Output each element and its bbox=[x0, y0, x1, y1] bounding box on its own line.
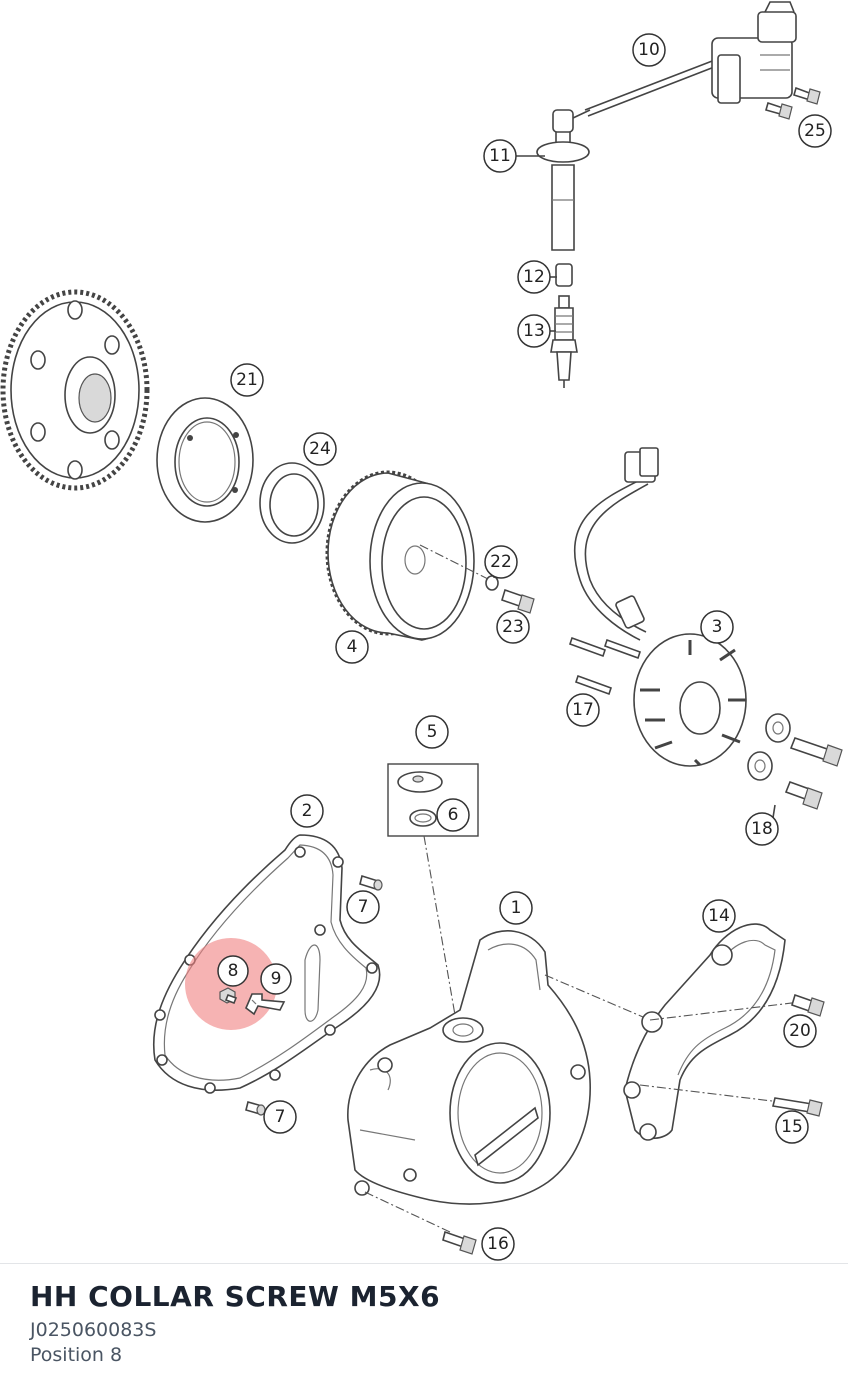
callout-20[interactable]: 20 bbox=[783, 1014, 817, 1048]
bearing-ring-part[interactable] bbox=[259, 462, 325, 544]
callout-14[interactable]: 14 bbox=[702, 899, 736, 933]
spark-plug-connector-part[interactable] bbox=[536, 109, 591, 251]
cable-clamp-part[interactable] bbox=[245, 993, 286, 1016]
info-divider bbox=[0, 1263, 848, 1264]
gasket-part[interactable] bbox=[152, 834, 381, 1094]
freewheel-part[interactable] bbox=[156, 397, 254, 523]
spark-plug-part[interactable] bbox=[550, 295, 578, 388]
svg-text:9: 9 bbox=[271, 969, 282, 989]
part-position: Position 8 bbox=[30, 1344, 123, 1366]
callout-8[interactable]: 8 bbox=[217, 955, 249, 987]
svg-text:22: 22 bbox=[490, 552, 512, 572]
svg-text:20: 20 bbox=[789, 1021, 811, 1041]
callout-7-lower[interactable]: 7 bbox=[263, 1100, 297, 1134]
callout-3[interactable]: 3 bbox=[700, 610, 734, 644]
exploded-parts-diagram: 10 25 11 12 13 21 24 22 23 4 3 17 5 6 18… bbox=[0, 1, 843, 1261]
o-ring-part[interactable] bbox=[409, 809, 437, 827]
stator-mount-bolts-part[interactable] bbox=[747, 713, 843, 810]
dowel-pin-lower-part[interactable] bbox=[245, 1101, 266, 1116]
rotor-washer-part[interactable] bbox=[485, 575, 499, 591]
spark-plug-seal-part[interactable] bbox=[555, 263, 573, 287]
callout-23[interactable]: 23 bbox=[496, 610, 530, 644]
callout-12[interactable]: 12 bbox=[517, 260, 551, 294]
svg-text:15: 15 bbox=[781, 1117, 803, 1137]
svg-text:2: 2 bbox=[302, 801, 313, 821]
svg-text:11: 11 bbox=[489, 146, 511, 166]
part-number: J025060083S bbox=[30, 1319, 157, 1341]
part-info-panel: HH COLLAR SCREW M5X6 J025060083S Positio… bbox=[30, 1278, 818, 1368]
svg-text:10: 10 bbox=[638, 40, 660, 60]
svg-text:8: 8 bbox=[228, 961, 239, 981]
callout-11[interactable]: 11 bbox=[483, 139, 517, 173]
ignition-cover-part[interactable] bbox=[347, 930, 591, 1205]
callout-22[interactable]: 22 bbox=[484, 545, 518, 579]
svg-text:4: 4 bbox=[347, 637, 358, 657]
svg-text:6: 6 bbox=[448, 805, 459, 825]
svg-text:7: 7 bbox=[358, 897, 369, 917]
svg-text:24: 24 bbox=[309, 439, 331, 459]
rotor-part[interactable] bbox=[325, 470, 491, 641]
callout-24[interactable]: 24 bbox=[303, 432, 337, 466]
long-screw-part[interactable] bbox=[772, 1097, 823, 1117]
callout-7-upper[interactable]: 7 bbox=[346, 890, 380, 924]
svg-text:5: 5 bbox=[427, 722, 438, 742]
svg-text:13: 13 bbox=[523, 321, 545, 341]
svg-text:12: 12 bbox=[523, 267, 545, 287]
callout-15[interactable]: 15 bbox=[775, 1110, 809, 1144]
callout-21[interactable]: 21 bbox=[230, 363, 264, 397]
svg-text:16: 16 bbox=[487, 1234, 509, 1254]
callout-18[interactable]: 18 bbox=[745, 812, 779, 846]
svg-text:1: 1 bbox=[511, 898, 522, 918]
rotor-nut-part[interactable] bbox=[501, 588, 535, 614]
collar-screw-part[interactable] bbox=[219, 987, 238, 1005]
stator-part[interactable] bbox=[574, 447, 747, 767]
cover-bracket-part[interactable] bbox=[623, 923, 786, 1141]
svg-text:18: 18 bbox=[751, 819, 773, 839]
bracket-screw-part[interactable] bbox=[791, 993, 825, 1017]
dowel-pin-upper-part[interactable] bbox=[359, 874, 383, 891]
callout-5[interactable]: 5 bbox=[415, 715, 449, 749]
stator-bolts-part[interactable] bbox=[568, 636, 642, 696]
svg-text:3: 3 bbox=[712, 617, 723, 637]
callout-2[interactable]: 2 bbox=[290, 794, 324, 828]
screw-plug-part[interactable] bbox=[397, 771, 443, 793]
callout-17[interactable]: 17 bbox=[566, 693, 600, 727]
callout-13[interactable]: 13 bbox=[517, 314, 551, 348]
callout-6[interactable]: 6 bbox=[436, 798, 470, 832]
svg-text:7: 7 bbox=[275, 1107, 286, 1127]
cover-screw-part[interactable] bbox=[442, 1230, 477, 1255]
callout-4[interactable]: 4 bbox=[335, 630, 369, 664]
ignition-coil-part[interactable] bbox=[584, 1, 797, 117]
callout-1[interactable]: 1 bbox=[499, 891, 533, 925]
svg-text:14: 14 bbox=[708, 906, 730, 926]
callout-16[interactable]: 16 bbox=[481, 1227, 515, 1261]
starter-gear-part[interactable] bbox=[0, 289, 150, 491]
svg-text:17: 17 bbox=[572, 700, 594, 720]
callout-10[interactable]: 10 bbox=[632, 33, 666, 67]
part-title: HH COLLAR SCREW M5X6 bbox=[30, 1280, 441, 1313]
coil-bolts-part[interactable] bbox=[765, 86, 821, 120]
svg-text:25: 25 bbox=[804, 121, 826, 141]
callout-9[interactable]: 9 bbox=[260, 963, 292, 995]
svg-text:21: 21 bbox=[236, 370, 258, 390]
svg-text:23: 23 bbox=[502, 617, 524, 637]
callout-25[interactable]: 25 bbox=[798, 114, 832, 148]
